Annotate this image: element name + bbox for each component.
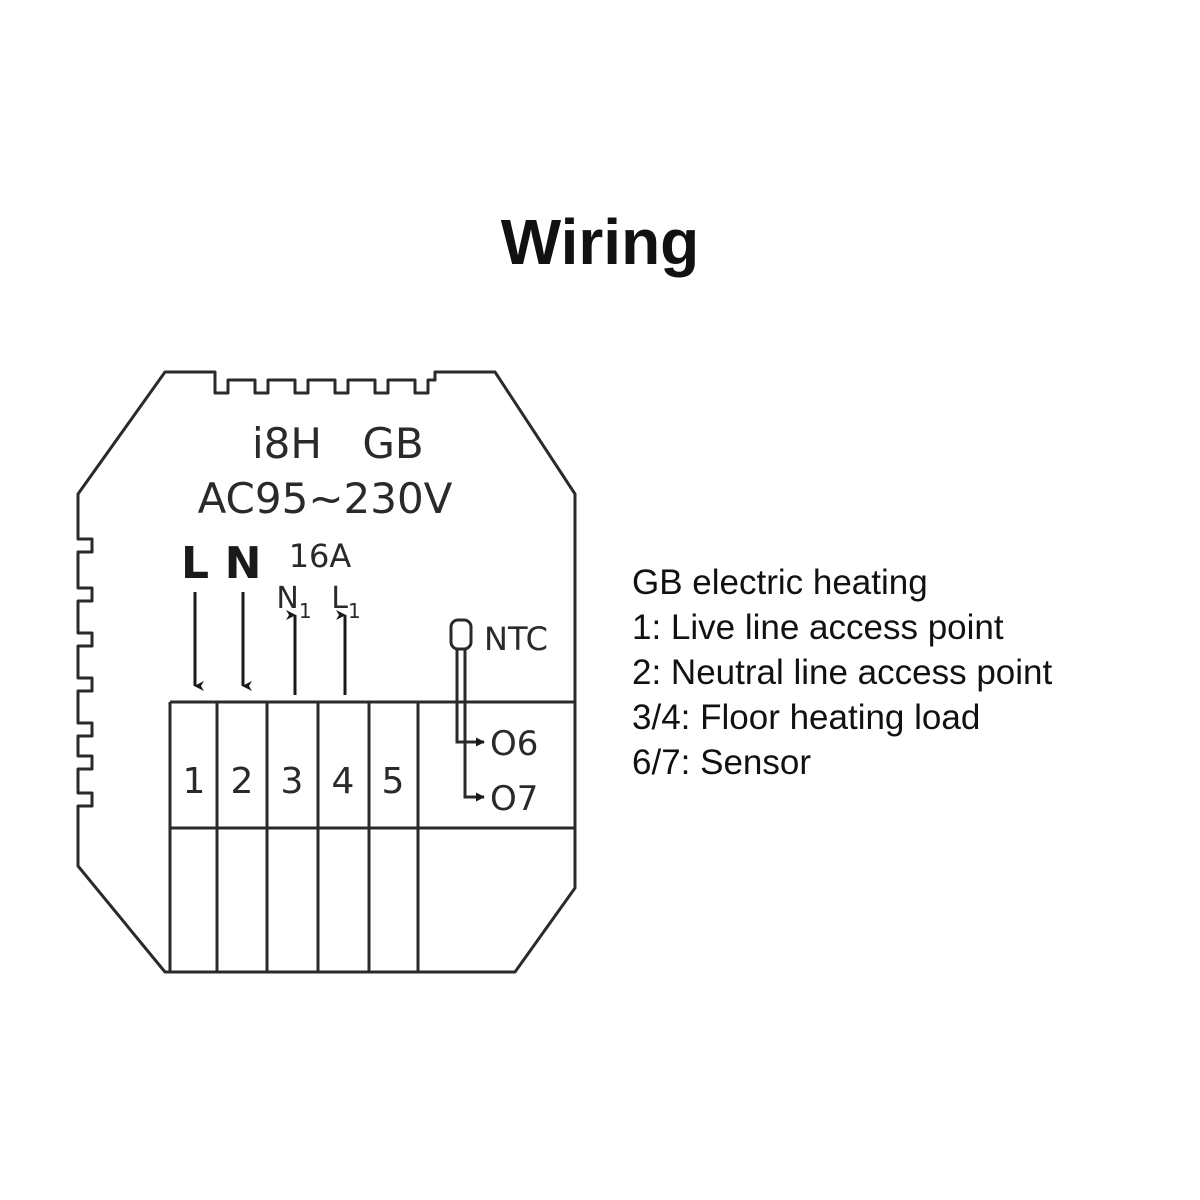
terminal-number: 3	[281, 761, 304, 802]
legend-item: 2: Neutral line access point	[632, 653, 1053, 692]
terminal-number: 2	[231, 761, 254, 802]
variant-label: GB	[362, 419, 423, 468]
diagram-title: Wiring	[500, 206, 700, 278]
terminal-block	[168, 700, 575, 972]
sensor-terminal-o7: O7	[490, 779, 538, 819]
sensor-terminal-o6: O6	[490, 724, 538, 764]
load-neutral-sub: 1	[299, 599, 312, 623]
legend-heading: GB electric heating	[632, 563, 928, 602]
load-neutral-label: N1	[276, 581, 311, 623]
sensor-wire-o6	[455, 649, 485, 747]
live-label: L	[181, 538, 209, 589]
load-live-main: L	[331, 581, 348, 616]
terminal-number: 1	[183, 761, 206, 802]
load-live-sub: 1	[348, 599, 361, 623]
ntc-sensor-icon	[449, 618, 473, 651]
device-housing	[76, 370, 577, 974]
terminal-number: 4	[332, 761, 355, 802]
legend-item: 1: Live line access point	[632, 608, 1004, 647]
voltage-label: AC95~230V	[198, 474, 453, 523]
current-rating-label: 16A	[289, 537, 352, 575]
load-live-label: L1	[331, 581, 360, 623]
wiring-legend: GB electric heating 1: Live line access …	[632, 560, 1192, 785]
ntc-label: NTC	[484, 620, 548, 658]
legend-item: 6/7: Sensor	[632, 743, 811, 782]
load-neutral-main: N	[276, 581, 298, 616]
model-label: i8H	[252, 419, 322, 468]
neutral-label: N	[225, 538, 262, 589]
terminal-number: 5	[382, 761, 405, 802]
legend-item: 3/4: Floor heating load	[632, 698, 981, 737]
sensor-wire-o7	[463, 649, 485, 802]
